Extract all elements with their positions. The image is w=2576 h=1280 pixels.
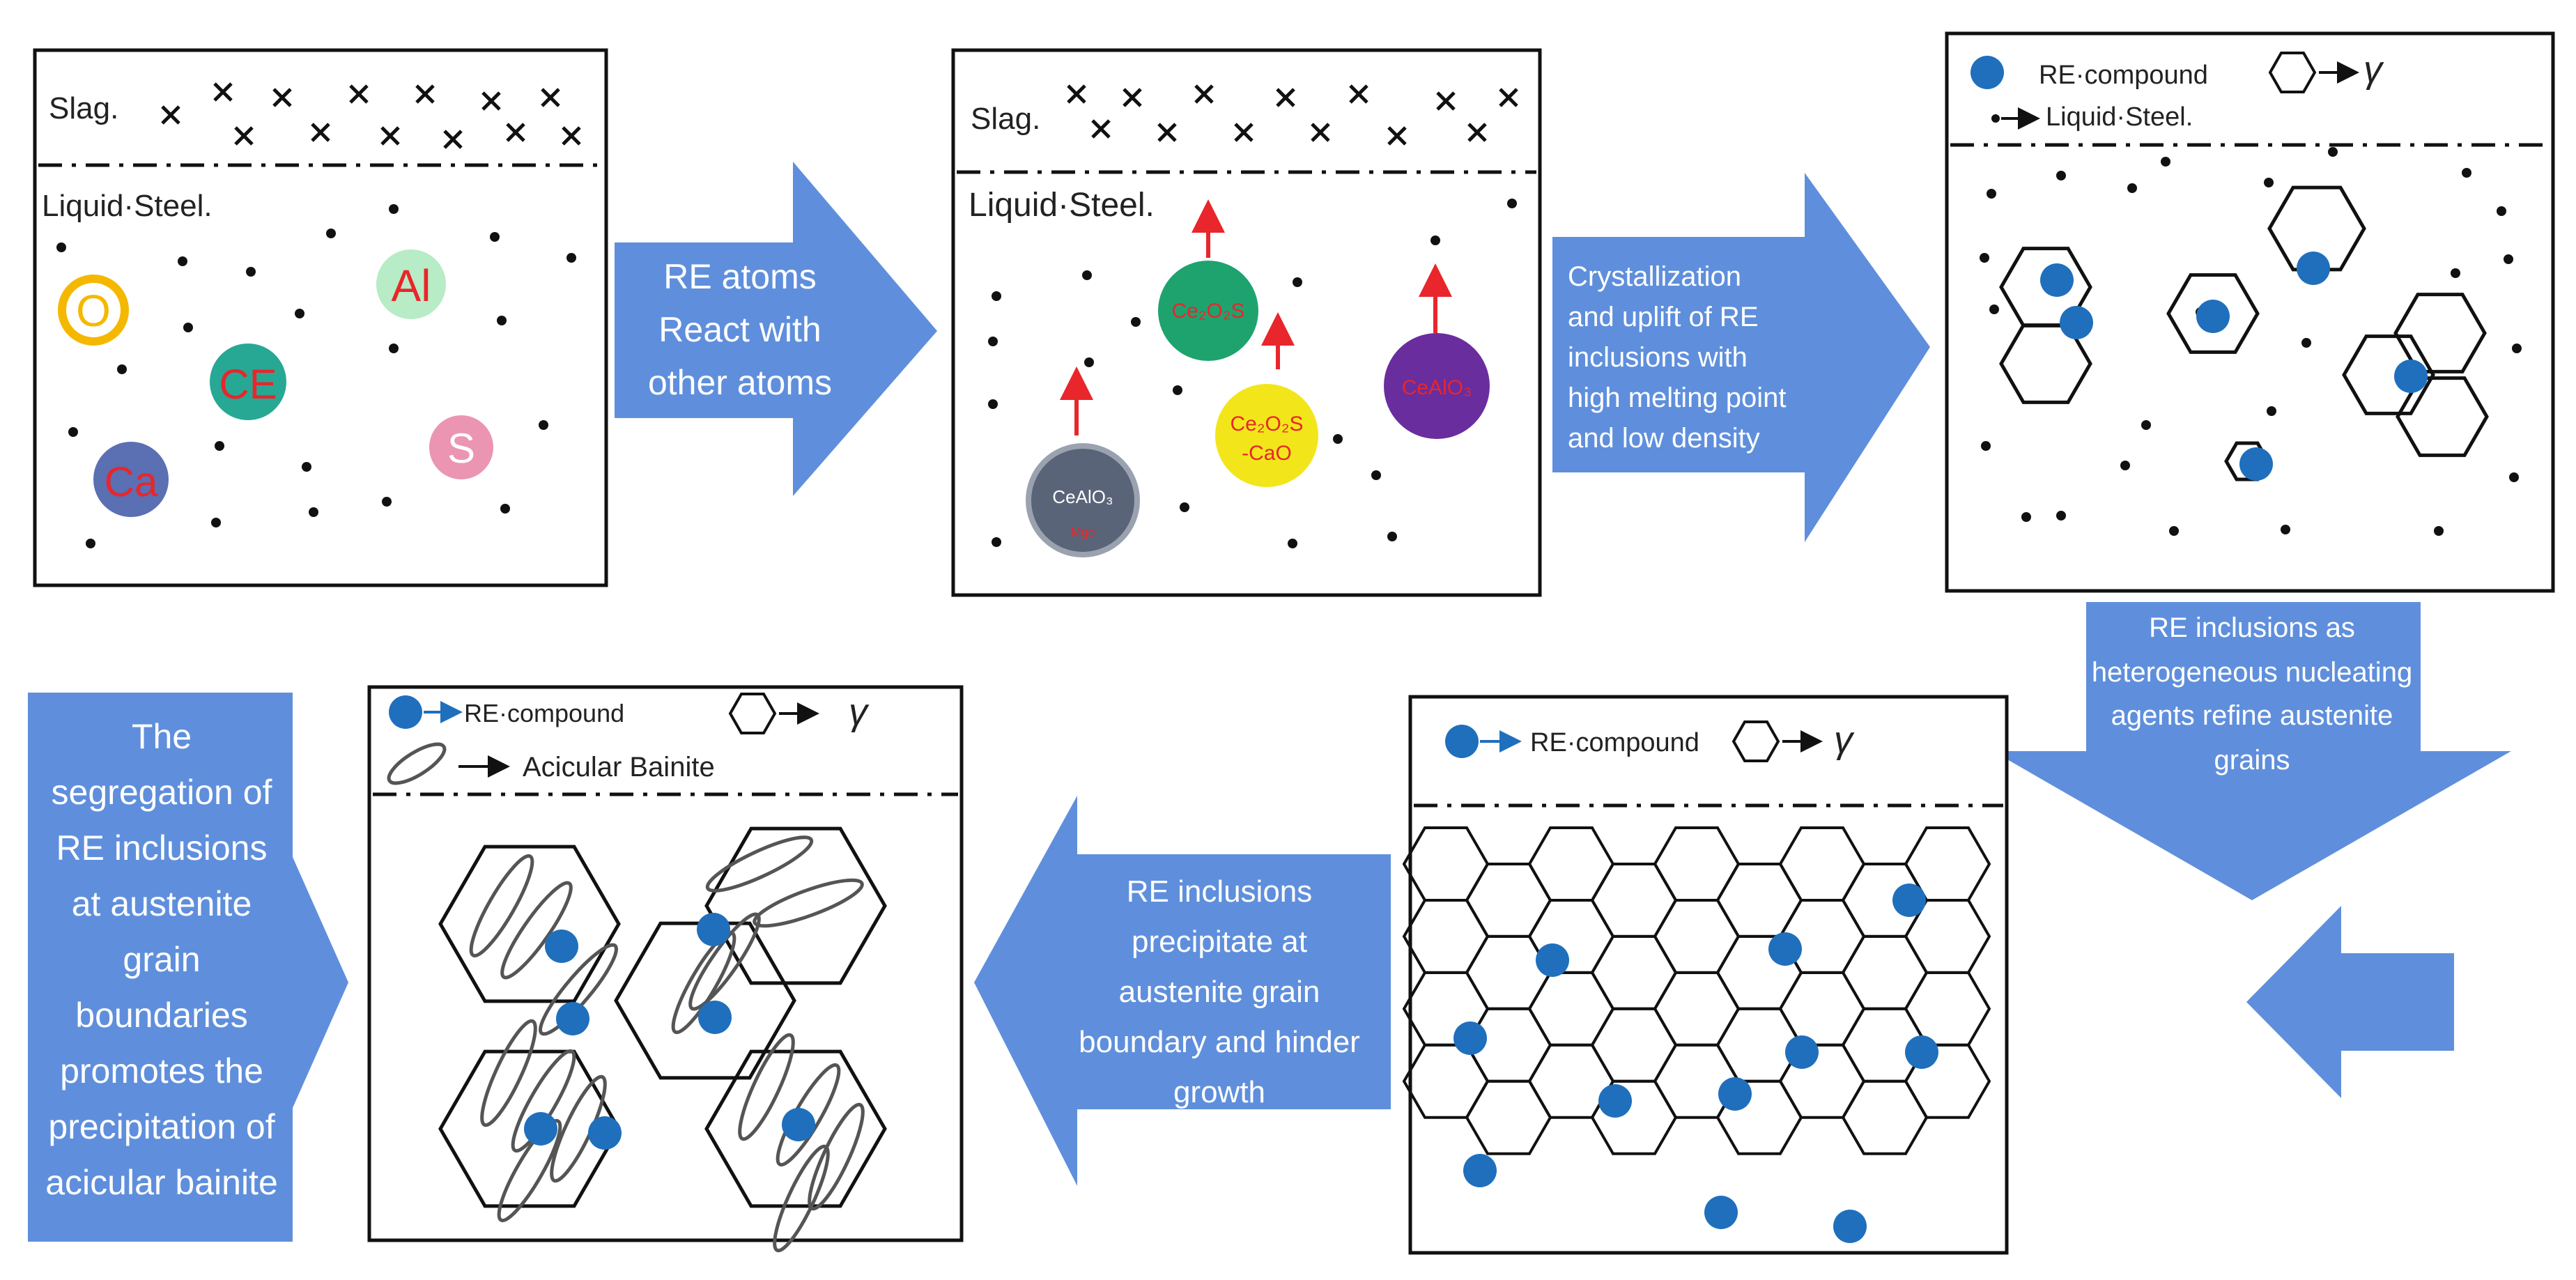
- arrow-segregation-line-9: acicular bainite: [45, 1163, 278, 1202]
- arrow-precipitate-line-4: boundary and hinder: [1079, 1025, 1360, 1059]
- arrow-crystallization-line-2: and uplift of RE: [1568, 302, 1759, 332]
- compound-cealo3-mgo: CeAlO₃ Mgo: [1026, 367, 1140, 557]
- legend-re-compound-4: RE·compound: [1445, 725, 1699, 758]
- atom-ce: CE: [210, 344, 286, 420]
- arrow-refine: RE inclusions as heterogeneous nucleatin…: [1993, 602, 2511, 900]
- steel-particles-3: [1980, 147, 2522, 536]
- arrow-refine-line-1: RE inclusions as: [2149, 612, 2355, 643]
- legend-gamma: γ: [2268, 49, 2384, 93]
- hexagon-icon: [1732, 720, 1780, 762]
- slag-particles-2: [1067, 84, 1518, 146]
- hexagon-icon: [2268, 52, 2317, 93]
- arrow-segregation-line-4: at austenite: [72, 884, 252, 923]
- legend-re-label: RE·compound: [2039, 61, 2208, 90]
- slag-label-2: Slag.: [971, 102, 1040, 136]
- arrow-segregation-line-8: precipitation of: [48, 1107, 275, 1146]
- arrow-precipitate-line-3: austenite grain: [1119, 975, 1320, 1009]
- legend-re-compound-5: RE·compound: [389, 695, 624, 729]
- liquid-steel-label: Liquid·Steel.: [42, 189, 213, 223]
- panel-refined-grains: RE·compound γ: [1402, 695, 2009, 1255]
- atom-s: S: [429, 415, 493, 479]
- legend-gamma-4: γ: [1732, 719, 1855, 762]
- arrow-segregation: The segregation of RE inclusions at aust…: [28, 693, 348, 1242]
- panel-initial-melt: Slag. Liquid·Steel. O Al CE S Ca: [33, 48, 608, 587]
- compound-cealo3-mgo-label: CeAlO₃: [1052, 486, 1113, 507]
- nucleated-grains: [1999, 185, 2489, 481]
- hexagon-icon: [728, 693, 777, 734]
- atom-al-label: Al: [392, 261, 431, 311]
- legend-re-compound: RE·compound: [1970, 56, 2208, 90]
- arrow-precipitate-line-5: growth: [1173, 1075, 1265, 1109]
- liquid-steel-label-2: Liquid·Steel.: [969, 187, 1155, 224]
- arrow-precipitate-line-1: RE inclusions: [1127, 874, 1313, 909]
- re-compound-icon: [1970, 56, 2004, 89]
- arrow-refine-line-4: grains: [2214, 745, 2290, 776]
- arrow-segregation-line-2: segregation of: [52, 773, 272, 812]
- arrow-segregation-line-5: grain: [123, 940, 200, 979]
- panel-acicular-bainite: RE·compound γ Acicular Bainite: [367, 685, 964, 1253]
- arrow-crystallization: Crystallization and uplift of RE inclusi…: [1552, 173, 1930, 542]
- re-compound-icon: [1445, 725, 1479, 758]
- legend-liquid-label: Liquid·Steel.: [2046, 102, 2193, 132]
- atom-al: Al: [376, 249, 446, 319]
- panel-nucleation: RE·compound γ Liquid·Steel.: [1945, 31, 2555, 593]
- compound-ce2o2s-label: Ce₂O₂S: [1172, 300, 1245, 323]
- legend-gamma-label-5: γ: [849, 691, 870, 733]
- arrow-crystallization-line-5: and low density: [1568, 423, 1760, 454]
- bainite-grains: [438, 826, 887, 1253]
- arrow-react-line-2: React with: [658, 310, 821, 349]
- legend-gamma-label: γ: [2363, 49, 2384, 91]
- arrow-segregation-line-7: promotes the: [60, 1051, 263, 1090]
- compound-ce2o2s: Ce₂O₂S: [1158, 199, 1258, 361]
- atom-o-label: O: [76, 286, 111, 336]
- atom-ca: Ca: [93, 442, 169, 517]
- arrow-refine-line-3: agents refine austenite: [2111, 700, 2393, 731]
- arrow-segregation-line-3: RE inclusions: [56, 828, 268, 868]
- legend-re-label-5: RE·compound: [464, 699, 624, 727]
- compound-ce2o2s-cao-label: Ce₂O₂S: [1231, 412, 1304, 435]
- slag-label: Slag.: [49, 91, 118, 125]
- legend-liquid: Liquid·Steel.: [1991, 102, 2193, 132]
- arrow-refine-line-2: heterogeneous nucleating: [2092, 657, 2412, 688]
- legend-re-label-4: RE·compound: [1530, 728, 1699, 757]
- arrow-crystallization-line-1: Crystallization: [1568, 261, 1741, 292]
- arrow-react: RE atoms React with other atoms: [615, 162, 937, 496]
- arrow-segregation-line-6: boundaries: [75, 996, 247, 1035]
- legend-gamma-5: γ: [728, 691, 870, 734]
- compound-cealo3-mgo-label-2: Mgo: [1070, 525, 1095, 539]
- compound-cealo3: CeAlO₃: [1384, 263, 1490, 439]
- re-compound-icon: [389, 695, 422, 729]
- legend-bainite-label: Acicular Bainite: [523, 752, 715, 782]
- arrow-crystallization-line-4: high melting point: [1568, 383, 1787, 413]
- arrow-crystallization-line-3: inclusions with: [1568, 342, 1748, 373]
- arrow-react-line-3: other atoms: [648, 363, 832, 402]
- arrow-precipitate: RE inclusions precipitate at austenite g…: [974, 796, 1391, 1186]
- legend-gamma-label-4: γ: [1834, 719, 1855, 761]
- atom-o: O: [58, 275, 129, 346]
- bainite-needle-icon: [387, 742, 447, 785]
- compound-ce2o2s-cao-label-2: -CaO: [1242, 442, 1292, 465]
- arrow-small-left: [2246, 906, 2454, 1098]
- arrow-segregation-line-1: The: [132, 717, 192, 756]
- slag-particles: [161, 82, 581, 149]
- compound-ce2o2s-cao: Ce₂O₂S -CaO: [1215, 312, 1318, 487]
- arrow-precipitate-line-2: precipitate at: [1132, 925, 1307, 959]
- legend-bainite: Acicular Bainite: [387, 742, 715, 785]
- atom-ce-label: CE: [219, 361, 277, 408]
- atom-ca-label: Ca: [105, 458, 158, 505]
- austenite-grain-network: [1402, 826, 1991, 1243]
- panel-compounds-formed: Slag. Liquid·Steel. Ce₂O₂S Ce₂O₂S -CaO C…: [951, 48, 1542, 597]
- arrow-react-line-1: RE atoms: [663, 257, 817, 296]
- compound-cealo3-label: CeAlO₃: [1402, 376, 1472, 399]
- steel-particles: [56, 204, 576, 548]
- atom-s-label: S: [447, 425, 475, 472]
